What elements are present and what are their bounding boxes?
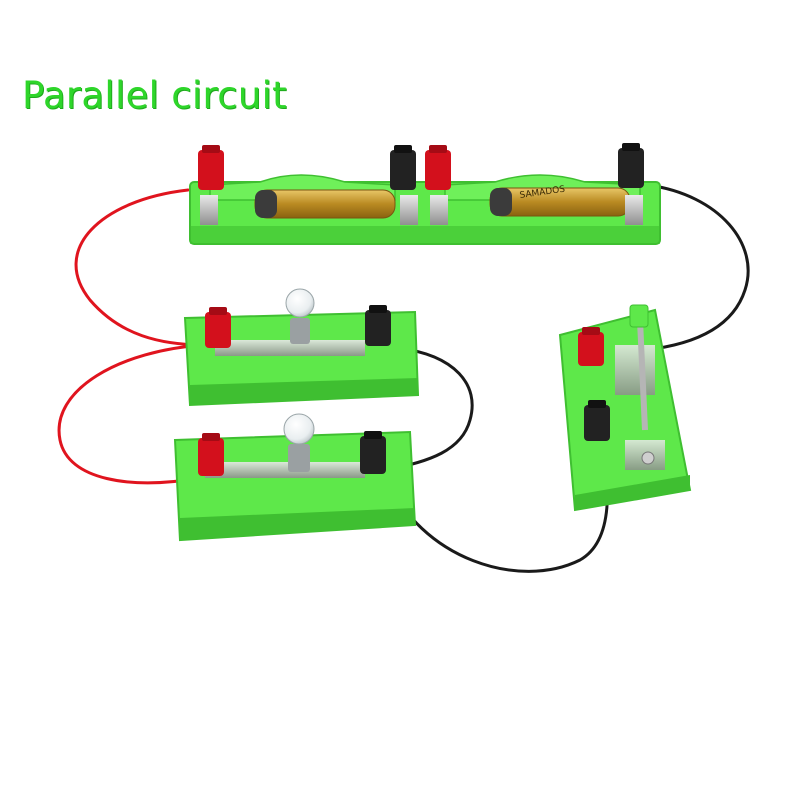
bulb-holder-icon bbox=[183, 288, 420, 407]
knife-switch-icon bbox=[558, 304, 692, 512]
caption-title: Parallel circuit bbox=[22, 74, 287, 117]
terminal-post-icon bbox=[618, 143, 644, 188]
red-wire-bulb1-to-bulb2 bbox=[57, 343, 207, 485]
black-wire-battery-to-switch bbox=[643, 183, 750, 352]
terminal-post-icon bbox=[390, 145, 416, 190]
bulb-icon bbox=[283, 413, 315, 472]
bulb-icon bbox=[285, 288, 315, 344]
terminal-post-icon bbox=[365, 305, 391, 346]
terminal-post-icon bbox=[198, 433, 224, 476]
terminal-post-icon bbox=[578, 327, 604, 366]
bulb-holder-icon bbox=[173, 413, 417, 542]
battery-holder-icon: SAMADOS bbox=[189, 143, 661, 245]
black-wire-bulb1-to-bulb2 bbox=[383, 346, 474, 472]
terminal-post-icon bbox=[198, 145, 224, 190]
terminal-post-icon bbox=[205, 307, 231, 348]
red-wire-battery-to-bulb1 bbox=[74, 188, 207, 347]
terminal-post-icon bbox=[425, 145, 451, 190]
terminal-post-icon bbox=[584, 400, 610, 441]
terminal-post-icon bbox=[360, 431, 386, 474]
